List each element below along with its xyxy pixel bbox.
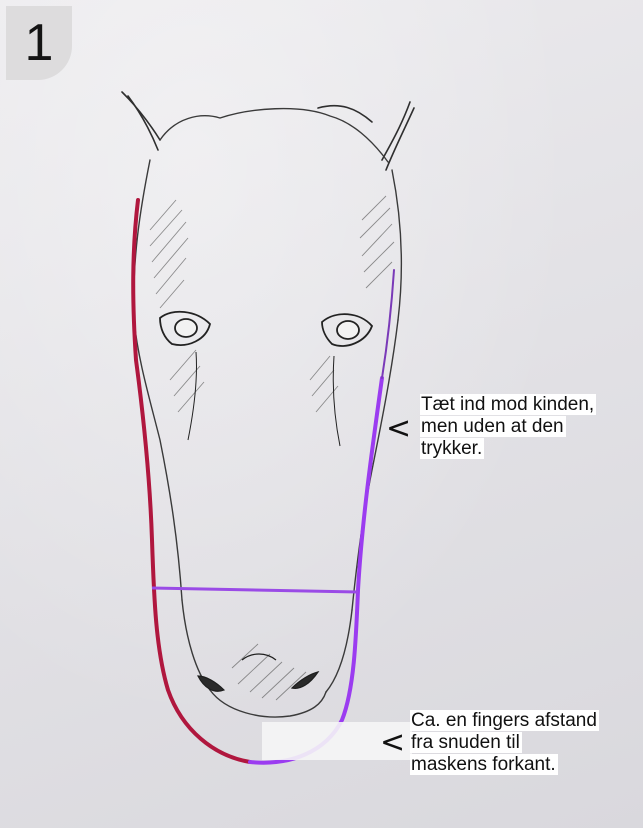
snout-annotation-line: Ca. en fingers afstand [410,710,599,732]
snout-pointer-icon: < [380,728,405,758]
cross-strap-icon [152,588,358,592]
eyes-icon [160,312,372,446]
ears-icon [122,92,414,170]
snout-annotation-line: maskens forkant. [410,754,599,776]
snout-annotation: Ca. en fingers afstand fra snuden til ma… [410,710,599,776]
cheek-annotation-line: trykker. [420,438,596,460]
head-outline-icon [134,109,402,717]
snout-annotation-line: fra snuden til [410,732,599,754]
cheek-annotation: Tæt ind mod kinden, men uden at den tryk… [420,394,596,460]
cheek-annotation-line: Tæt ind mod kinden, [420,394,596,416]
cheek-pointer-icon: < [386,414,411,444]
mask-outline-icon [133,200,394,763]
step-number: 1 [25,17,54,69]
muzzle-icon [198,654,318,691]
step-number-badge: 1 [6,6,72,80]
cheek-annotation-line: men uden at den [420,416,596,438]
